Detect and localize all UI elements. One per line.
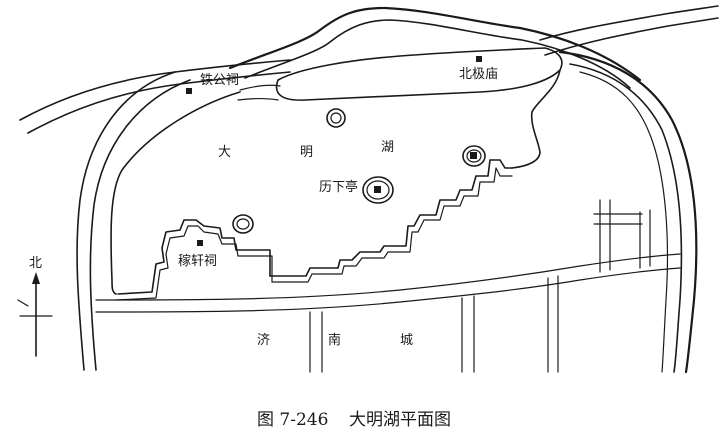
label-ji: 济 xyxy=(257,333,270,348)
tiegong-temple-marker xyxy=(186,88,192,94)
label-jiaxuan-ci: 稼轩祠 xyxy=(178,254,217,269)
building-markers xyxy=(186,56,482,246)
north-arrow: 北 xyxy=(17,256,53,357)
north-island xyxy=(237,47,563,101)
label-beiji-miao: 北极庙 xyxy=(459,67,498,82)
label-lixia-ting: 历下亭 xyxy=(319,179,358,195)
label-nan: 南 xyxy=(328,332,341,348)
label-ming: 明 xyxy=(300,145,313,160)
place-labels: 铁公祠 北极庙 大 明 湖 历下亭 稼轩祠 济 南 城 xyxy=(178,67,498,348)
label-da: 大 xyxy=(218,145,231,160)
north-arrow-label: 北 xyxy=(29,256,42,271)
small-island-north xyxy=(326,108,346,128)
outer-moat xyxy=(19,5,719,374)
jiaxuan-temple-marker xyxy=(197,240,203,246)
label-hu: 湖 xyxy=(381,140,394,155)
beiji-temple-marker xyxy=(476,56,482,62)
lake-islands xyxy=(232,108,486,234)
figure-caption: 图 7-246 大明湖平面图 xyxy=(257,410,451,430)
lake-boundary xyxy=(110,69,561,301)
caption-figure-title: 大明湖平面图 xyxy=(349,410,451,430)
lixia-pavilion-island xyxy=(362,176,394,204)
small-island-southwest xyxy=(232,214,254,234)
label-tiegong-ci: 铁公祠 xyxy=(200,73,239,88)
city-streets xyxy=(95,199,681,373)
caption-figure-number: 图 7-246 xyxy=(257,410,328,430)
east-island xyxy=(462,145,486,167)
label-cheng: 城 xyxy=(400,333,413,348)
